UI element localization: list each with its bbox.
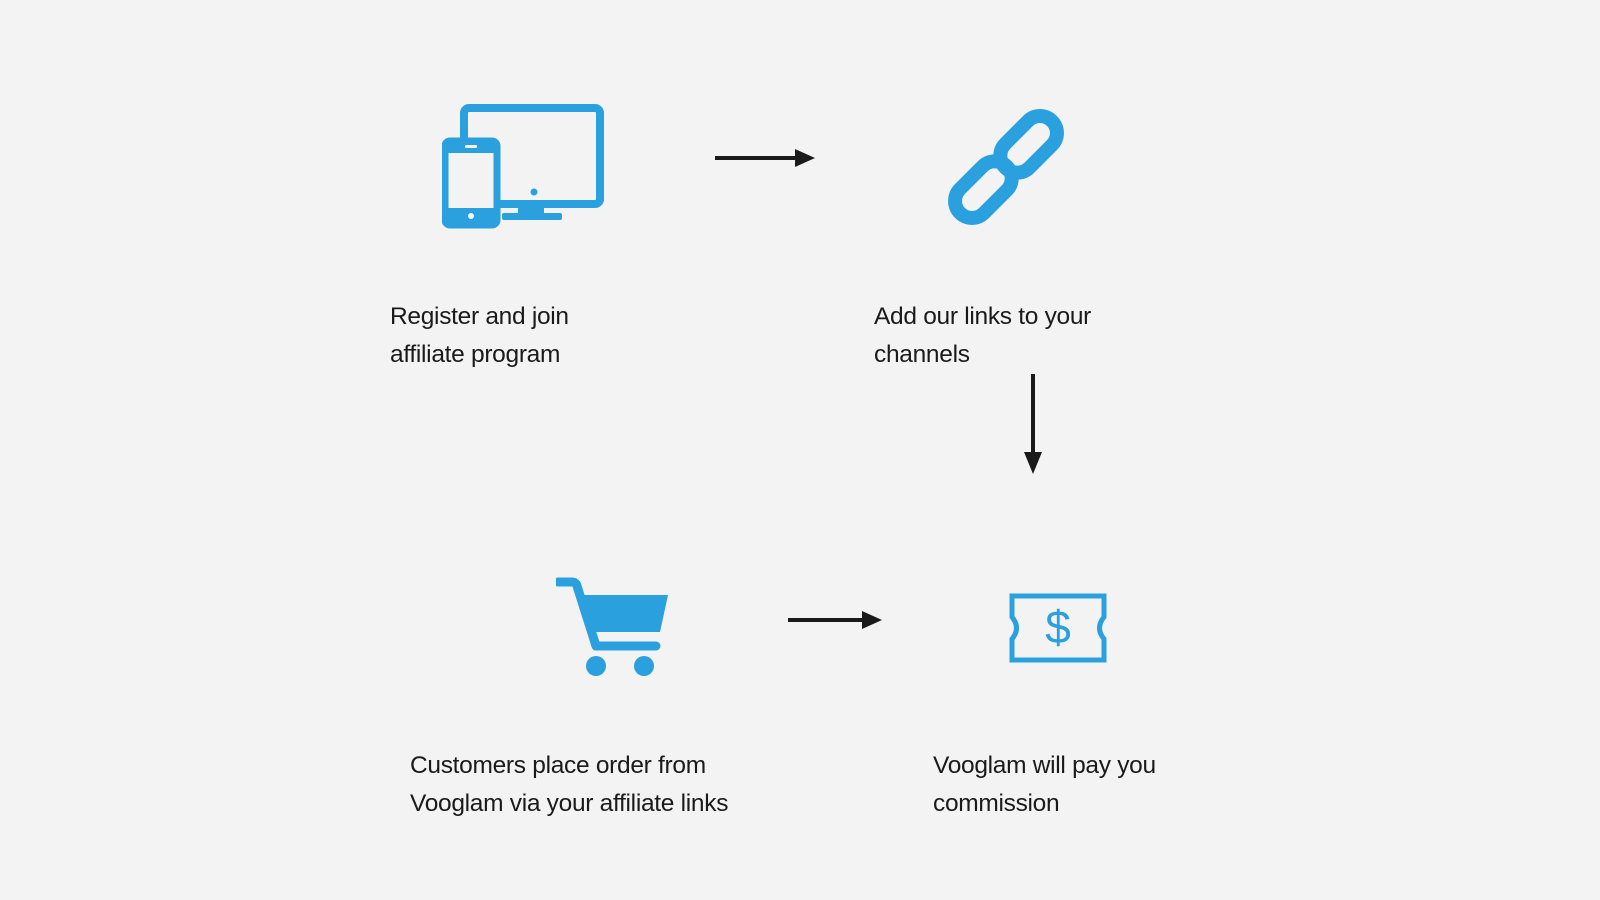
svg-text:$: $: [1045, 601, 1071, 653]
step-1-label: Register and join affiliate program: [390, 298, 569, 374]
step-1-line-1: Register and join: [390, 303, 569, 330]
step-2-line-2: channels: [874, 341, 970, 368]
money-icon: $: [1009, 593, 1107, 663]
step-3-line-2: Vooglam via your affiliate links: [410, 790, 729, 817]
arrow-right-icon: [788, 609, 882, 631]
step-2-label: Add our links to your channels: [874, 298, 1091, 374]
step-4-line-2: commission: [933, 790, 1060, 817]
devices-icon: [442, 104, 604, 230]
step-1-line-2: affiliate program: [390, 341, 561, 368]
step-3-label: Customers place order from Vooglam via y…: [410, 747, 728, 823]
cart-icon: [556, 576, 670, 678]
step-2-line-1: Add our links to your: [874, 303, 1092, 330]
step-3-line-1: Customers place order from: [410, 752, 706, 779]
arrow-right-icon: [715, 147, 815, 169]
step-4-label: Vooglam will pay you commission: [933, 747, 1156, 823]
link-icon: [945, 106, 1067, 228]
step-4-line-1: Vooglam will pay you: [933, 752, 1156, 779]
arrow-down-icon: [1022, 374, 1044, 474]
